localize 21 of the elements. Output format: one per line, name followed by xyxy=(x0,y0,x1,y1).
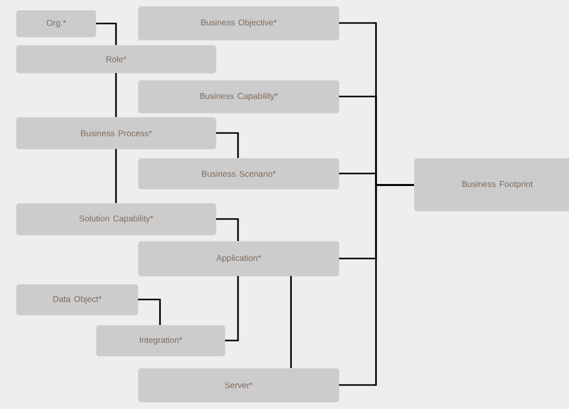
connector-line xyxy=(339,184,414,386)
connector-line xyxy=(96,22,117,45)
connector-line xyxy=(138,298,161,325)
connector-line xyxy=(115,73,117,117)
connector-line xyxy=(225,276,239,342)
rounded-box: Business Footprint xyxy=(414,158,569,212)
rounded-box: Application* xyxy=(138,241,340,276)
rounded-box: Business Process* xyxy=(16,117,216,150)
rounded-box: Data Object* xyxy=(16,284,138,316)
rounded-box: Business Capability* xyxy=(138,80,340,114)
rounded-box: Business Objective* xyxy=(138,6,340,40)
rounded-box: Solution Capability* xyxy=(16,203,216,236)
connector-line xyxy=(115,149,117,203)
rounded-box: Business Scenario* xyxy=(138,158,340,190)
rounded-box: Org.* xyxy=(16,10,96,38)
connector-line xyxy=(216,218,239,241)
connector-line xyxy=(290,276,292,368)
rounded-box: Integration* xyxy=(96,325,226,356)
connector-line xyxy=(216,132,239,158)
rounded-box: Server* xyxy=(138,368,340,402)
rounded-box: Role* xyxy=(16,45,216,74)
